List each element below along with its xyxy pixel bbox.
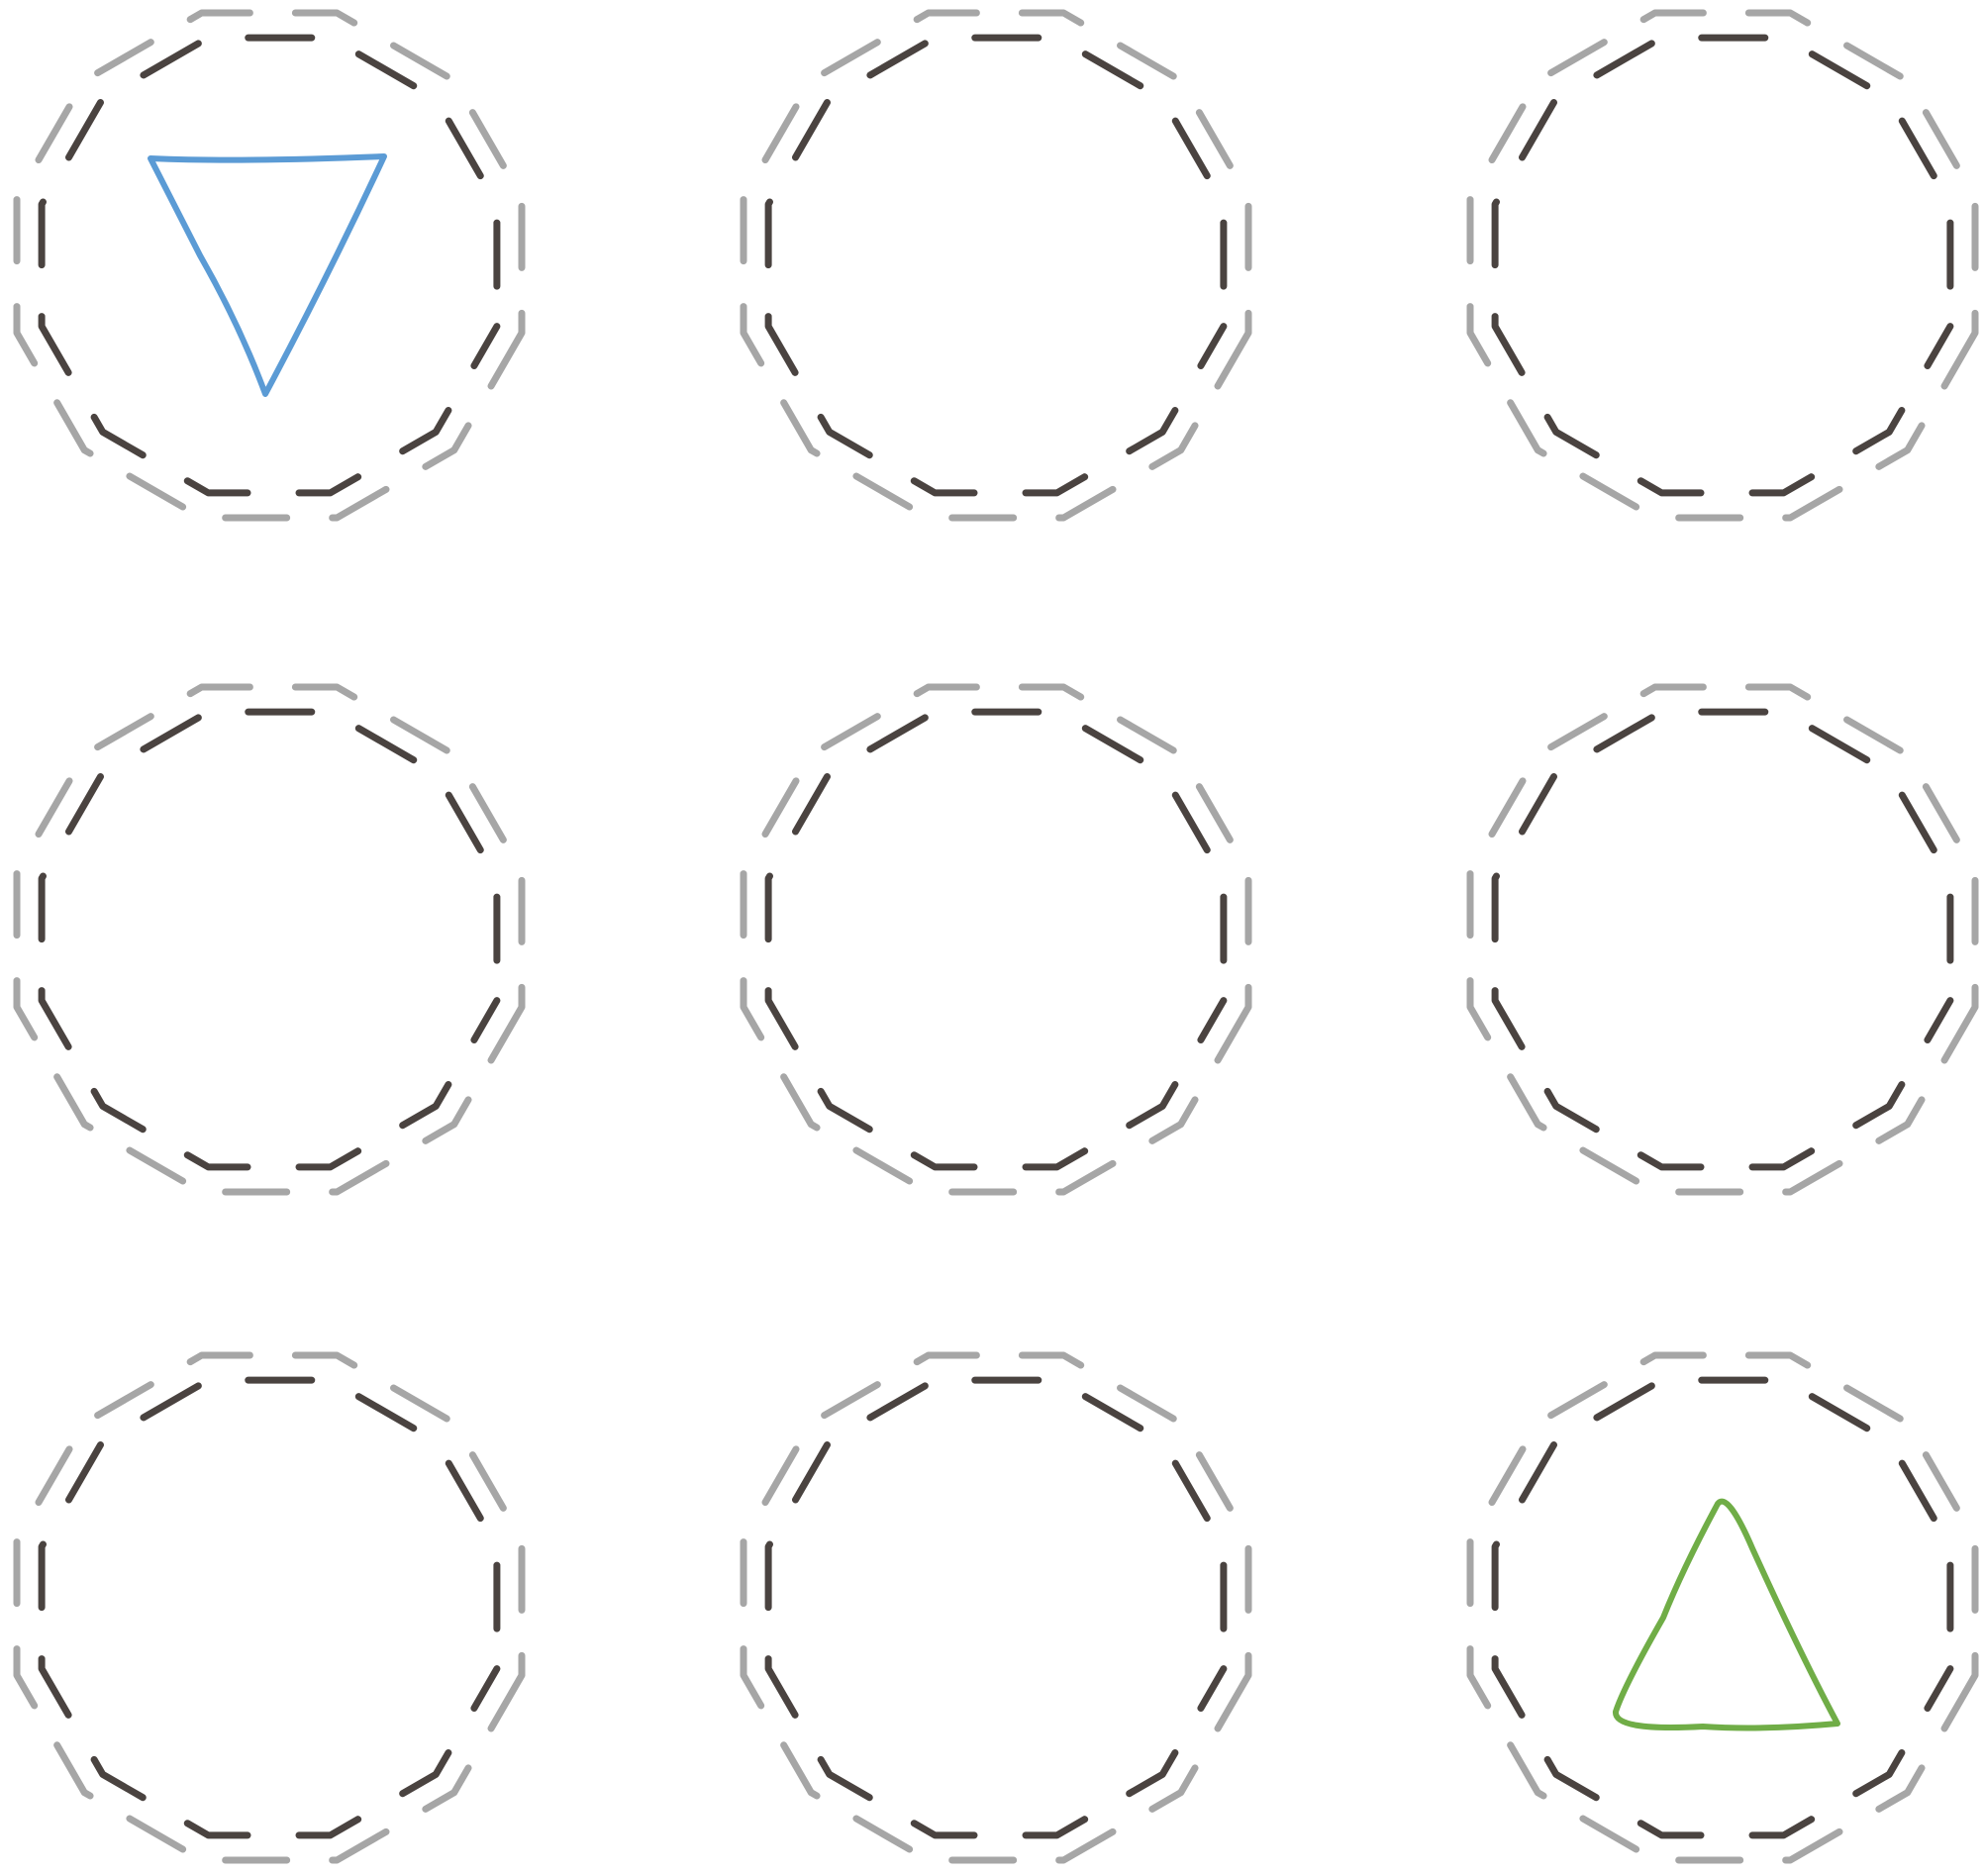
cell-r3-c3 [1466, 1351, 1979, 1864]
outer-dodecagon [740, 9, 1252, 522]
inner-dodecagon [764, 1376, 1228, 1839]
cell-r3-c2 [740, 1351, 1252, 1864]
inner-dodecagon [764, 708, 1228, 1171]
outer-dodecagon [1466, 9, 1979, 522]
outer-dodecagon [1466, 1351, 1979, 1864]
inner-dodecagon [38, 708, 501, 1171]
inner-dodecagon [1491, 1376, 1954, 1839]
cell-r2-c1 [13, 683, 526, 1196]
outer-dodecagon [13, 1351, 526, 1864]
inner-dodecagon [1491, 34, 1954, 497]
outer-dodecagon [740, 1351, 1252, 1864]
outer-dodecagon [740, 683, 1252, 1196]
cell-r2-c3 [1466, 683, 1979, 1196]
cell-r1-c1 [13, 9, 526, 522]
outer-dodecagon [13, 9, 526, 522]
inner-dodecagon [764, 34, 1228, 497]
inner-dodecagon [38, 34, 501, 497]
inner-dodecagon [38, 1376, 501, 1839]
cell-r1-c3 [1466, 9, 1979, 522]
down-triangle-icon [148, 153, 387, 397]
outer-dodecagon [13, 683, 526, 1196]
inner-dodecagon [1491, 708, 1954, 1171]
cell-r3-c1 [13, 1351, 526, 1864]
cell-r1-c2 [740, 9, 1252, 522]
cell-r2-c2 [740, 683, 1252, 1196]
outer-dodecagon [1466, 683, 1979, 1196]
up-triangle-icon [1613, 1498, 1840, 1731]
